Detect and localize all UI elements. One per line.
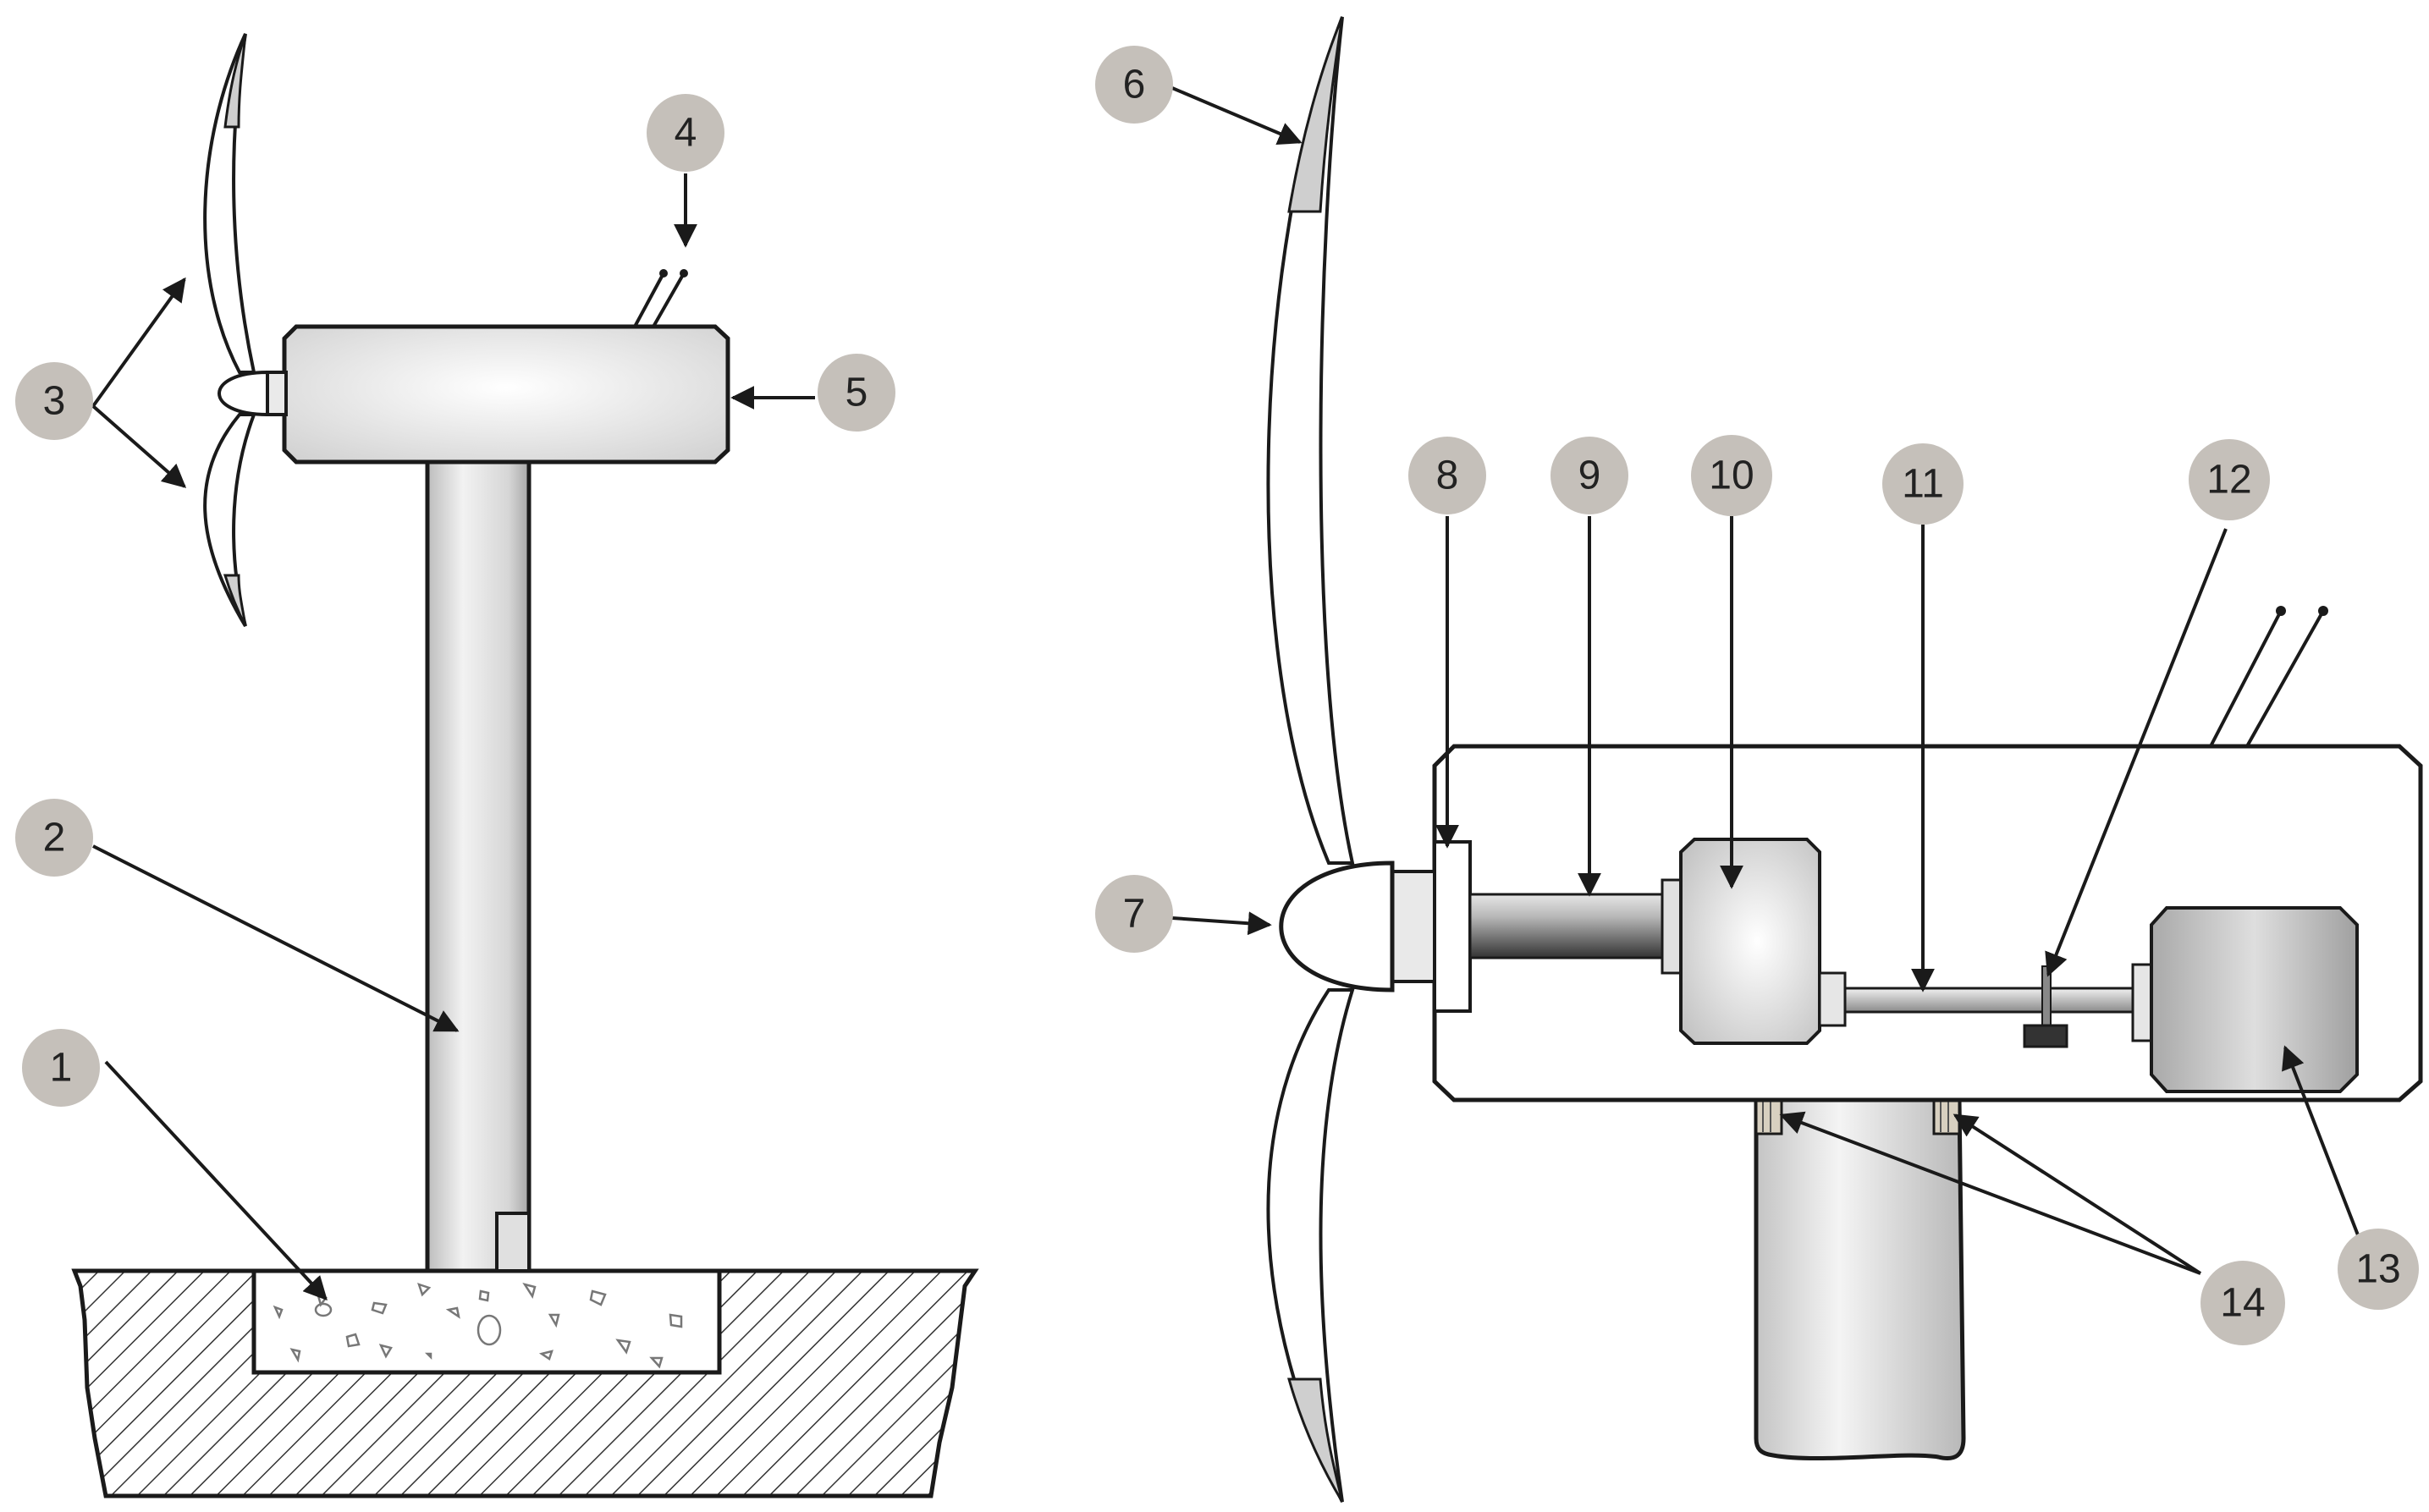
callout-3: 3 <box>15 362 93 440</box>
callout-14: 14 <box>2200 1261 2285 1345</box>
generator <box>2131 906 2359 1093</box>
callout-4: 4 <box>647 94 724 172</box>
nacelle <box>218 324 730 465</box>
gearbox <box>1661 838 1847 1045</box>
callout-1-label: 1 <box>50 1046 73 1091</box>
rotor-blades-small <box>203 33 256 628</box>
callout-2: 2 <box>15 799 93 877</box>
callout-10-label: 10 <box>1709 454 1754 498</box>
callout-14-label: 14 <box>2220 1281 2265 1326</box>
callout-11-label: 11 <box>1902 462 1944 507</box>
wind-sensor-small <box>633 269 688 327</box>
wind-sensor-detail <box>2209 606 2328 747</box>
tower <box>425 459 532 1273</box>
callout-5: 5 <box>818 354 895 432</box>
callout-6: 6 <box>1095 46 1173 124</box>
rotor-blades-large <box>1266 16 1355 1503</box>
callout-1: 1 <box>22 1029 100 1107</box>
callout-2-label: 2 <box>43 816 66 860</box>
brake <box>2023 965 2068 1048</box>
callout-8: 8 <box>1408 437 1486 514</box>
callout-4-label: 4 <box>675 111 697 156</box>
low-speed-shaft <box>1468 893 1664 959</box>
callout-9: 9 <box>1550 437 1628 514</box>
leader-lines <box>91 86 2363 1301</box>
callout-6-label: 6 <box>1123 63 1146 107</box>
callout-10: 10 <box>1691 435 1772 516</box>
callout-12: 12 <box>2189 439 2270 520</box>
callout-8-label: 8 <box>1436 454 1459 498</box>
main-bearing <box>1391 840 1472 1013</box>
callout-7: 7 <box>1095 875 1173 953</box>
callout-5-label: 5 <box>845 371 868 415</box>
high-speed-shaft <box>1843 987 2134 1014</box>
callout-12-label: 12 <box>2206 458 2251 503</box>
tower-detail <box>1754 1097 1966 1461</box>
concrete-foundation <box>251 1268 722 1375</box>
callout-3-label: 3 <box>43 379 66 424</box>
callout-13: 13 <box>2338 1229 2419 1310</box>
rotor-hub <box>1279 860 1395 992</box>
callout-7-label: 7 <box>1123 892 1146 937</box>
callout-9-label: 9 <box>1578 454 1601 498</box>
callout-13-label: 13 <box>2355 1247 2400 1292</box>
callout-11: 11 <box>1882 443 1964 525</box>
